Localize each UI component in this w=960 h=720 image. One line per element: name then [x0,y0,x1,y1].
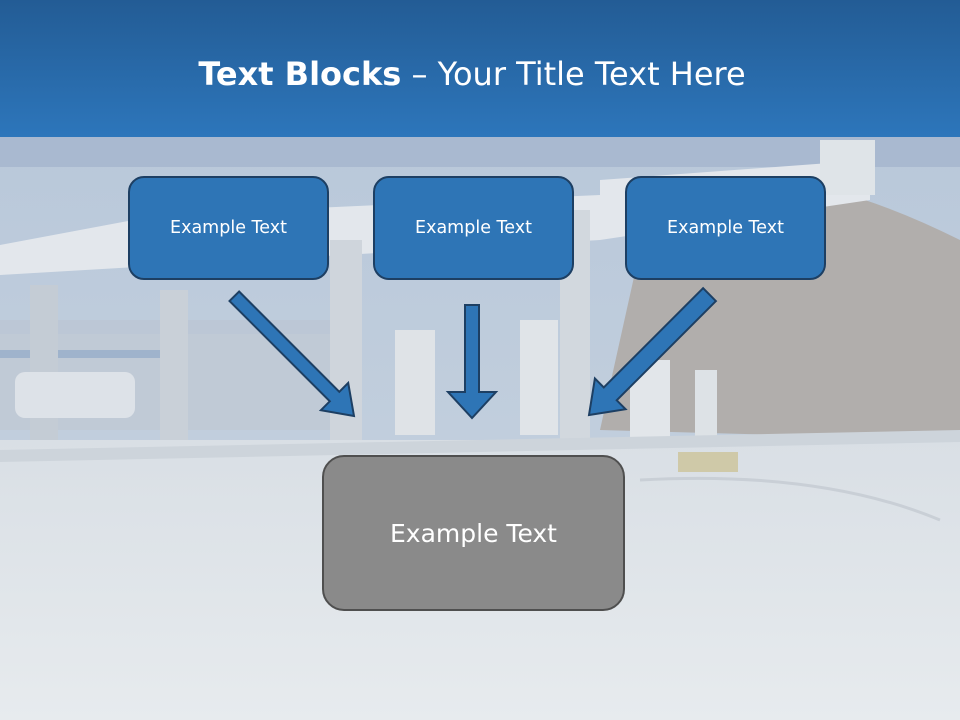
title-bar [0,0,960,137]
slide-title: Text Blocks – Your Title Text Here [0,50,944,98]
arrow-left [228,290,356,418]
text-box-top-right[interactable]: Example Text [625,176,826,280]
title-regular-part: Your Title Text Here [437,55,746,93]
text-box-top-center[interactable]: Example Text [373,176,574,280]
arrow-center [445,304,499,420]
arrow-right [587,286,718,417]
text-box-top-left[interactable]: Example Text [128,176,329,280]
title-bold-part: Text Blocks [198,55,402,93]
text-box-bottom[interactable]: Example Text [322,455,625,611]
title-separator: – [401,55,438,93]
